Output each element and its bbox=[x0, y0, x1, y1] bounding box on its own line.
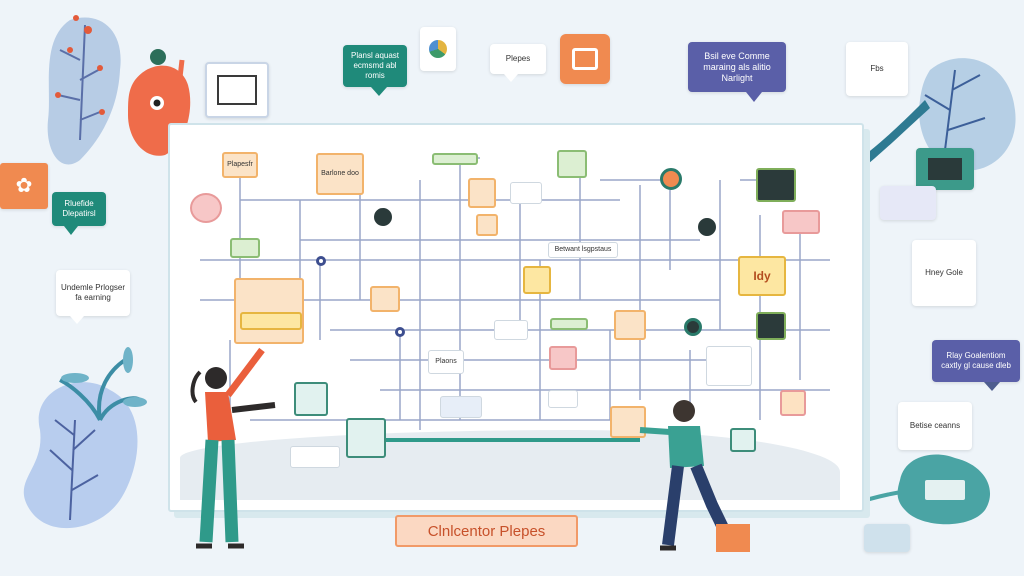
bubble-text: Undemle Prlogser fa earning bbox=[60, 283, 126, 302]
page-title: Clnlcentor Plepes bbox=[395, 515, 578, 547]
node-label: Idy bbox=[753, 269, 771, 283]
photo-icon bbox=[928, 158, 962, 180]
diagram-node[interactable] bbox=[756, 312, 786, 340]
diagram-node[interactable] bbox=[550, 318, 588, 330]
diagram-node[interactable] bbox=[706, 346, 752, 386]
diagram-node[interactable] bbox=[494, 320, 528, 340]
speech-bubble: Plansl aquast ecmsmd abl romis bbox=[343, 45, 407, 96]
connector-dot bbox=[316, 256, 326, 266]
diagram-node[interactable] bbox=[557, 150, 587, 178]
diagram-node[interactable] bbox=[230, 238, 260, 258]
diagram-node[interactable] bbox=[190, 193, 222, 223]
diagram-node[interactable]: Barlone doo bbox=[316, 153, 364, 195]
diagram-node[interactable] bbox=[346, 418, 386, 458]
connector-dot bbox=[395, 327, 405, 337]
diagram-node[interactable] bbox=[780, 390, 806, 416]
image-card bbox=[880, 186, 936, 220]
connector-dot bbox=[698, 218, 716, 236]
calendar-icon bbox=[572, 48, 598, 70]
diagram-node[interactable] bbox=[548, 390, 578, 408]
diagram-node[interactable] bbox=[523, 266, 551, 294]
bubble-text: Fbs bbox=[870, 64, 884, 73]
image-card bbox=[864, 524, 910, 552]
app-window-card bbox=[205, 62, 269, 118]
calendar-card bbox=[560, 34, 610, 84]
diagram-node[interactable] bbox=[234, 278, 304, 344]
diagram-node[interactable] bbox=[476, 214, 498, 236]
node-label: Plapesfr bbox=[227, 161, 253, 168]
diagram-node[interactable] bbox=[432, 153, 478, 165]
diagram-node[interactable] bbox=[549, 346, 577, 370]
diagram-node[interactable] bbox=[510, 182, 542, 204]
diagram-node[interactable] bbox=[782, 210, 820, 234]
diagram-node[interactable] bbox=[294, 382, 328, 416]
document-card bbox=[420, 27, 456, 71]
connector-dot bbox=[374, 208, 392, 226]
diagram-node[interactable]: Idy bbox=[738, 256, 786, 296]
speech-bubble: Plepes bbox=[490, 44, 546, 82]
diagram-node[interactable]: Betwant lsgpstaus bbox=[548, 242, 618, 258]
speech-bubble: Rlay Goalentiom caxtly gl cause dleb bbox=[932, 340, 1020, 391]
speech-bubble: Betise ceanns bbox=[898, 402, 972, 450]
bubble-text: Plepes bbox=[505, 54, 531, 63]
diagram-node[interactable]: Plapesfr bbox=[222, 152, 258, 178]
diagram-node[interactable] bbox=[730, 428, 756, 452]
bubble-text: Rluefide Dlepatirsl bbox=[62, 199, 96, 218]
note-card: Fbs bbox=[846, 42, 908, 96]
diagram-node[interactable] bbox=[370, 286, 400, 312]
speech-bubble: Bsil eve Comme maraing als alitio Narlig… bbox=[688, 42, 786, 102]
connector-dot bbox=[660, 168, 682, 190]
bubble-text: Bsil eve Comme maraing als alitio Narlig… bbox=[703, 50, 771, 83]
diagram-node[interactable] bbox=[240, 312, 302, 330]
node-label: Barlone doo bbox=[321, 170, 359, 177]
bubble-text: Rlay Goalentiom caxtly gl cause dleb bbox=[941, 351, 1011, 370]
bubble-text: Betise ceanns bbox=[909, 421, 961, 430]
diagram-node[interactable] bbox=[290, 446, 340, 468]
diagram-node[interactable] bbox=[468, 178, 496, 208]
connector-dot bbox=[684, 318, 702, 336]
diagram-node[interactable] bbox=[610, 406, 646, 438]
node-label: Betwant lsgpstaus bbox=[554, 246, 612, 253]
diagram-node[interactable] bbox=[614, 310, 646, 340]
speech-bubble: Rluefide Dlepatirsl bbox=[52, 192, 106, 235]
speech-bubble: Hney Gole bbox=[912, 240, 976, 306]
node-label: Plaons bbox=[435, 358, 457, 365]
bubble-text: Plansl aquast ecmsmd abl romis bbox=[350, 51, 400, 80]
diagram-node[interactable] bbox=[440, 396, 482, 418]
image-card bbox=[916, 148, 974, 190]
tree-card: ✿ bbox=[0, 163, 48, 209]
window-icon bbox=[217, 75, 257, 105]
diagram-node[interactable] bbox=[756, 168, 796, 202]
title-text: Clnlcentor Plepes bbox=[427, 522, 546, 540]
bubble-text: Hney Gole bbox=[925, 268, 963, 277]
chart-icon bbox=[429, 40, 447, 58]
diagram-node[interactable]: Plaons bbox=[428, 350, 464, 374]
speech-bubble: Undemle Prlogser fa earning bbox=[56, 270, 130, 324]
